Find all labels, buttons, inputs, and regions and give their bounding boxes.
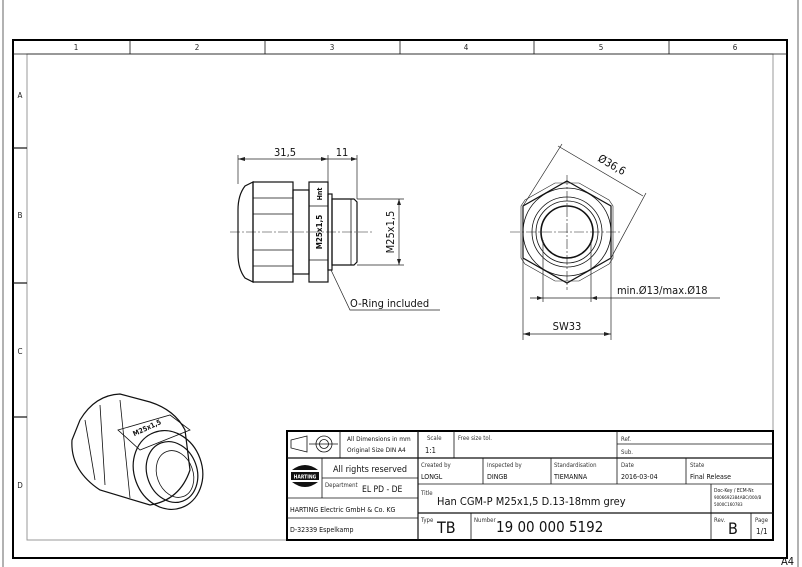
- row-label: C: [17, 347, 22, 356]
- sub-label: Sub.: [621, 449, 633, 456]
- dim-wrench-size: SW33: [553, 320, 582, 333]
- logo-text: HARTING: [294, 475, 317, 481]
- state-value: Final Release: [690, 473, 731, 481]
- row-label: D: [17, 481, 23, 490]
- dim-thread-size: M25x1,5: [384, 211, 397, 254]
- isometric-view: M25x1,5: [71, 393, 204, 510]
- department-value: EL PD - DE: [362, 485, 403, 495]
- inspected-by-value: DINGB: [487, 473, 508, 481]
- o-ring-note: O-Ring included: [350, 297, 429, 310]
- column-label: 6: [733, 43, 738, 52]
- tolerance-label: Free size tol.: [458, 435, 492, 442]
- date-label: Date: [621, 462, 635, 469]
- dim-across-corners: Ø36,6: [596, 152, 628, 178]
- dimensions-note-line2: Original Size DIN A4: [347, 446, 406, 454]
- brand-marking: Hnt: [316, 188, 324, 201]
- doc-key-line2: 5000C160783: [714, 502, 743, 508]
- company-address: D-32339 Espelkamp: [290, 526, 354, 534]
- created-by-value: LONGL: [421, 473, 443, 481]
- company-name: HARTING Electric GmbH & Co. KG: [290, 506, 395, 514]
- dim-overall-length: 31,5: [274, 146, 296, 159]
- clamp-bore: [540, 205, 594, 259]
- harting-logo: HARTING: [291, 465, 319, 487]
- standardisation-value: TIEMANNA: [553, 473, 588, 481]
- rights-note: All rights reserved: [333, 465, 407, 475]
- inspected-by-label: Inspected by: [487, 462, 523, 469]
- page-value: 1/1: [756, 527, 768, 536]
- state-label: State: [690, 462, 705, 469]
- dimensions-note-line1: All Dimensions in mm: [347, 435, 411, 443]
- first-angle-projection-icon: [290, 435, 338, 453]
- scale-value: 1:1: [425, 446, 436, 455]
- side-view: Hnt M25x1,5 31,5 11 M25x1,5 O-Ring inclu…: [230, 146, 440, 311]
- number-label: Number: [474, 517, 496, 524]
- rev-label: Rev.: [714, 517, 726, 524]
- rev-value: B: [728, 519, 738, 538]
- row-zone-markers: A B C D: [13, 91, 27, 490]
- dim-clamp-range: min.Ø13/max.Ø18: [617, 284, 708, 297]
- column-zone-markers: 1 2 3 4 5 6: [13, 40, 787, 55]
- thread-section: [331, 198, 358, 266]
- thread-marking: M25x1,5: [315, 215, 324, 250]
- standardisation-label: Standardisation: [554, 462, 597, 469]
- doc-key-line1: 9006692384ABC/000/B: [714, 495, 762, 501]
- column-label: 5: [599, 43, 604, 52]
- drawing-number: 19 00 000 5192: [496, 518, 603, 536]
- scale-label: Scale: [427, 435, 442, 442]
- page-label: Page: [755, 517, 769, 524]
- title-label: Title: [420, 490, 433, 497]
- column-label: 2: [195, 43, 200, 52]
- dim-thread-length: 11: [336, 146, 349, 159]
- sheet-format-label: A4: [781, 555, 794, 567]
- row-label: B: [18, 211, 23, 220]
- department-label: Department: [325, 482, 358, 489]
- outer-circle: [522, 187, 612, 277]
- column-label: 3: [330, 43, 335, 52]
- created-by-label: Created by: [421, 462, 451, 469]
- doc-key-label: Doc-Key / ECM-Nr.: [714, 488, 755, 494]
- column-label: 4: [464, 43, 469, 52]
- type-label: Type: [420, 517, 434, 524]
- dome-cap-outline: [237, 181, 254, 283]
- front-view: Ø36,6 min.Ø13/max.Ø18 SW33: [510, 143, 720, 340]
- date-value: 2016-03-04: [621, 473, 658, 481]
- type-value: TB: [436, 518, 456, 537]
- column-label: 1: [74, 43, 79, 52]
- ref-label: Ref.: [621, 436, 631, 443]
- row-label: A: [18, 91, 23, 100]
- title-block: All Dimensions in mm Original Size DIN A…: [286, 430, 774, 541]
- drawing-title: Han CGM-P M25x1,5 D.13-18mm grey: [437, 495, 626, 508]
